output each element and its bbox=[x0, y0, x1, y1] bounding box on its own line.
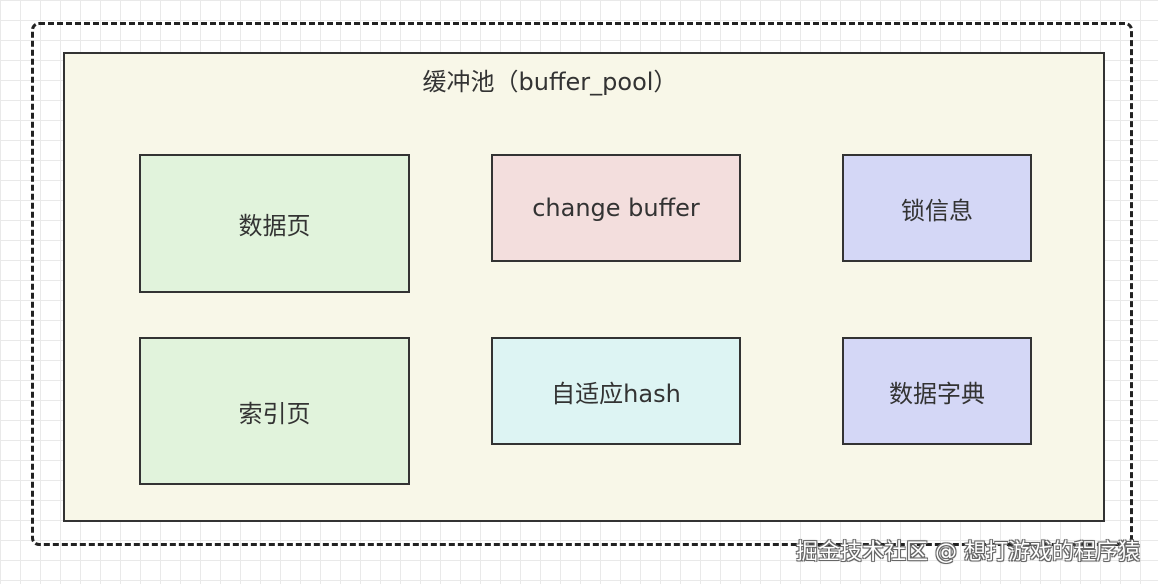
index-page-box: 索引页 bbox=[139, 337, 410, 485]
adaptive-hash-box: 自适应hash bbox=[491, 337, 741, 445]
outer-dashed-boundary bbox=[31, 22, 1133, 546]
lock-info-box: 锁信息 bbox=[842, 154, 1032, 262]
data-dictionary-box: 数据字典 bbox=[842, 337, 1032, 445]
buffer-pool-title: 缓冲池（buffer_pool） bbox=[422, 68, 678, 96]
data-page-box: 数据页 bbox=[139, 154, 410, 293]
watermark: 掘金技术社区 @ 想打游戏的程序猿 bbox=[796, 540, 1140, 565]
change-buffer-box: change buffer bbox=[491, 154, 741, 262]
